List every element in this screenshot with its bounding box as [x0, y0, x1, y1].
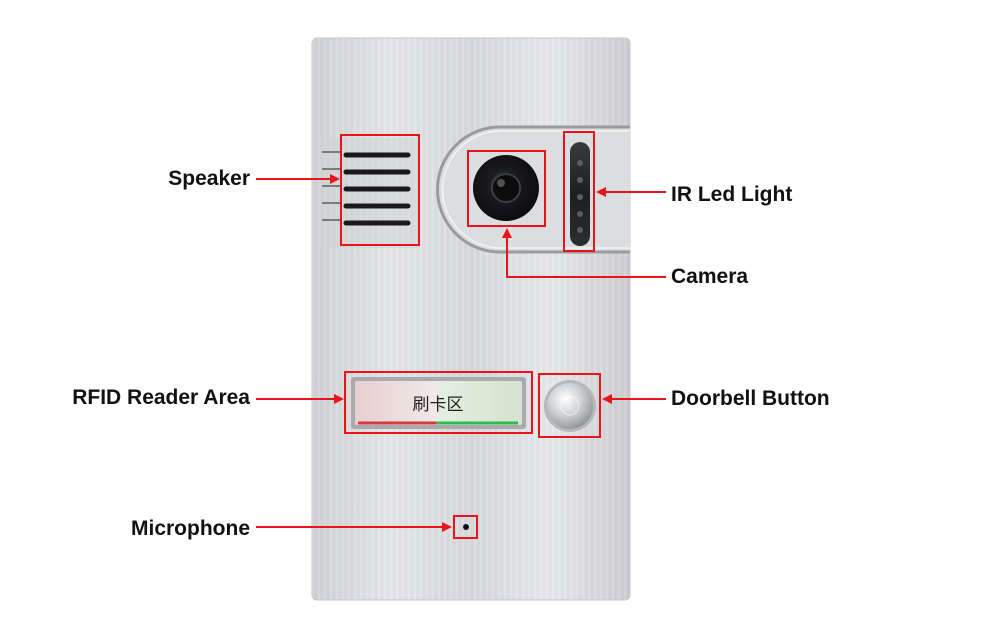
speaker-callout-box	[340, 134, 420, 246]
microphone-arrowhead	[442, 522, 452, 532]
doorbell-button	[544, 380, 596, 432]
ir-led-callout-box	[563, 131, 595, 252]
callout-arrows	[256, 174, 666, 532]
speaker-arrowhead	[330, 174, 340, 184]
doorbell-callout-box	[538, 373, 601, 438]
doorbell-button-label: Doorbell Button	[671, 387, 830, 410]
speaker-grille	[320, 138, 420, 248]
microphone-label: Microphone	[131, 517, 250, 540]
ir-led-label: IR Led Light	[671, 183, 793, 206]
ir-led-arrowhead	[596, 187, 606, 197]
doorbell-arrowhead	[602, 394, 612, 404]
speaker-label: Speaker	[168, 167, 250, 190]
microphone-callout-box	[453, 515, 478, 539]
camera-callout-box	[467, 150, 546, 227]
ir-led-strip	[570, 142, 590, 246]
camera-arrow	[506, 236, 666, 278]
callout-boxes	[340, 131, 601, 539]
rfid-arrowhead	[334, 394, 344, 404]
rfid-callout-box	[344, 371, 533, 434]
rfid-reader: 刷卡区	[351, 377, 526, 429]
camera-arrowhead	[502, 228, 512, 238]
microphone-hole	[463, 524, 469, 530]
camera-label: Camera	[671, 265, 749, 288]
rfid-reader-label: RFID Reader Area	[72, 386, 250, 409]
rfid-panel-text: 刷卡区	[413, 395, 464, 415]
camera-lens	[473, 155, 539, 221]
